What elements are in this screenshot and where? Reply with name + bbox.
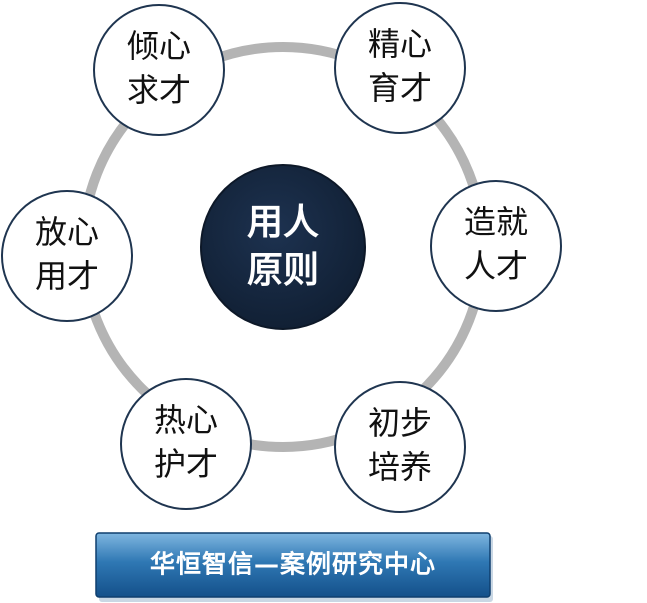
node-qingxin-qiucai: 倾心 求才	[93, 4, 225, 136]
node-label-line2: 培养	[368, 448, 432, 486]
center-label-line2: 原则	[247, 250, 319, 291]
node-label-line2: 人才	[464, 247, 528, 285]
node-zaojiu-rencai: 造就 人才	[430, 180, 562, 312]
node-label-line2: 育才	[368, 69, 432, 107]
node-label-line1: 倾心	[127, 27, 191, 65]
node-circle	[430, 180, 562, 312]
node-fangxin-yongcai: 放心 用才	[1, 190, 133, 322]
center-label-line1: 用人	[247, 202, 319, 243]
node-label-line1: 热心	[154, 401, 218, 439]
node-label-line1: 精心	[368, 25, 432, 63]
node-label-line1: 初步	[368, 404, 432, 442]
node-label-line2: 求才	[127, 71, 191, 109]
node-circle	[120, 378, 252, 510]
node-chubu-peiyang: 初步 培养	[334, 381, 466, 513]
node-circle	[93, 4, 225, 136]
node-label-line2: 用才	[35, 257, 99, 295]
node-rexin-hucai: 热心 护才	[120, 378, 252, 510]
center-hub: 用人 原则	[200, 164, 366, 330]
node-label-line2: 护才	[154, 445, 218, 483]
node-label-line1: 放心	[35, 213, 99, 251]
banner-box	[95, 532, 491, 598]
node-circle	[1, 190, 133, 322]
center-circle	[200, 164, 366, 330]
node-jingxin-yucai: 精心 育才	[334, 2, 466, 134]
footer-banner: 华恒智信—案例研究中心	[95, 532, 493, 602]
node-label-line1: 造就	[464, 203, 528, 241]
banner-label: 华恒智信—案例研究中心	[150, 550, 436, 579]
node-circle	[334, 381, 466, 513]
node-circle	[334, 2, 466, 134]
